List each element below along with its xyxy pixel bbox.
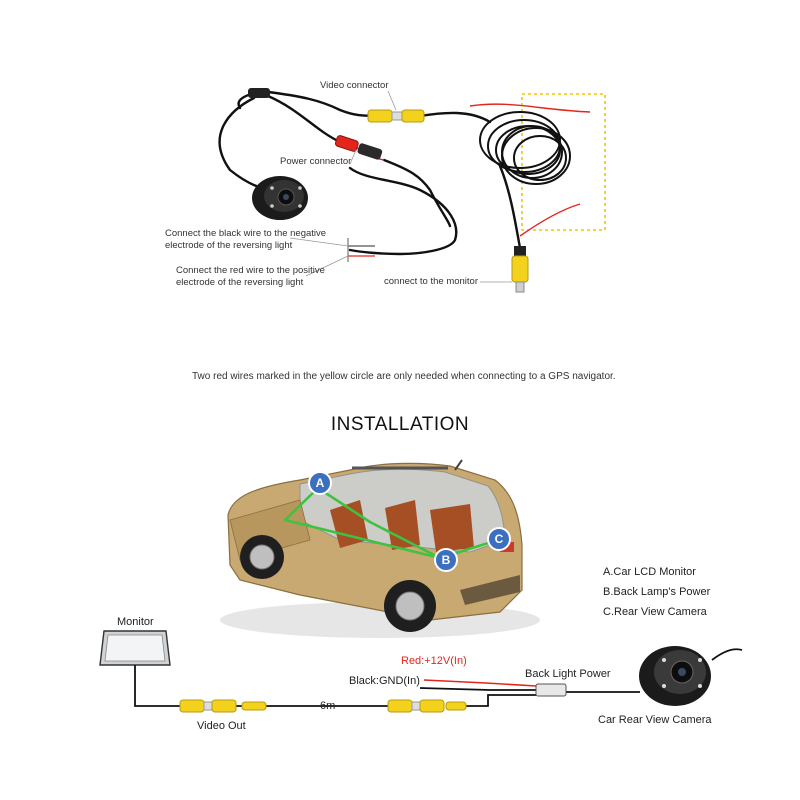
gps-red-wire-top [469,103,591,113]
red-power-label: Red:+12V(In) [401,655,467,667]
rca-pair-monitor [179,699,267,713]
gps-note: Two red wires marked in the yellow circl… [192,371,616,382]
camera-label: Car Rear View Camera [598,714,712,726]
black-wire-label-1: Connect the black wire to the negative [165,228,327,239]
marker-a [308,471,332,495]
monitor-label: Monitor [117,616,154,628]
leader-pos [305,255,349,277]
power-connector-label: Power connector [280,156,352,167]
black-tail-to-light [348,166,458,256]
monitor-rca-plug [511,246,529,293]
camera-cable-down [218,96,264,190]
legend-item-c: C.Rear View Camera [603,606,707,618]
car-wiring-path [283,486,499,560]
black-ground-label: Black:GND(In) [349,675,420,687]
cable-coil [479,111,571,185]
camera-bottom [639,646,711,706]
leader-video [387,90,397,111]
video-connector-label: Video connector [320,80,389,91]
inline-power-connector [535,683,567,697]
cable-splitter [248,88,270,98]
legend-item-b: B.Back Lamp's Power [603,586,711,598]
monitor-connect-label: connect to the monitor [384,276,478,287]
installation-title: INSTALLATION [330,414,470,435]
marker-c-label: C [494,532,504,546]
marker-c [487,527,511,551]
black-gnd-branch [419,687,536,691]
marker-b-label: B [441,553,451,567]
monitor-lead [498,164,522,250]
power-connector-plug [334,135,383,160]
back-light-power-label: Back Light Power [525,668,611,680]
camera-top [252,176,308,220]
red-wire-label-2: electrode of the reversing light [176,277,304,288]
gps-wire-highlight-box [521,93,606,231]
leader-neg [289,237,349,247]
power-cable [266,94,342,144]
cable-length-label: 6m [320,700,336,712]
rca-pair-camera [387,699,467,713]
gps-red-wire-bottom [519,203,581,237]
video-rca-pair [367,109,425,123]
main-cable-3 [466,694,536,707]
monitor-icon [99,630,171,666]
red-12v-branch [423,679,537,687]
leader-power [349,149,357,165]
installation-legend: A.Car LCD Monitor B.Back Lamp's Power C.… [603,562,710,622]
power-cable-black [382,158,452,228]
legend-item-a: A.Car LCD Monitor [603,566,696,578]
video-cable-right [418,111,492,124]
marker-a-label: A [315,476,325,490]
camera-lead [711,648,743,661]
black-wire-label-2: electrode of the reversing light [165,240,293,251]
marker-b [434,548,458,572]
video-out-label: Video Out [197,720,246,732]
monitor-cable [134,665,180,707]
car-illustration [220,459,540,638]
red-wire-label-1: Connect the red wire to the positive [176,265,325,276]
